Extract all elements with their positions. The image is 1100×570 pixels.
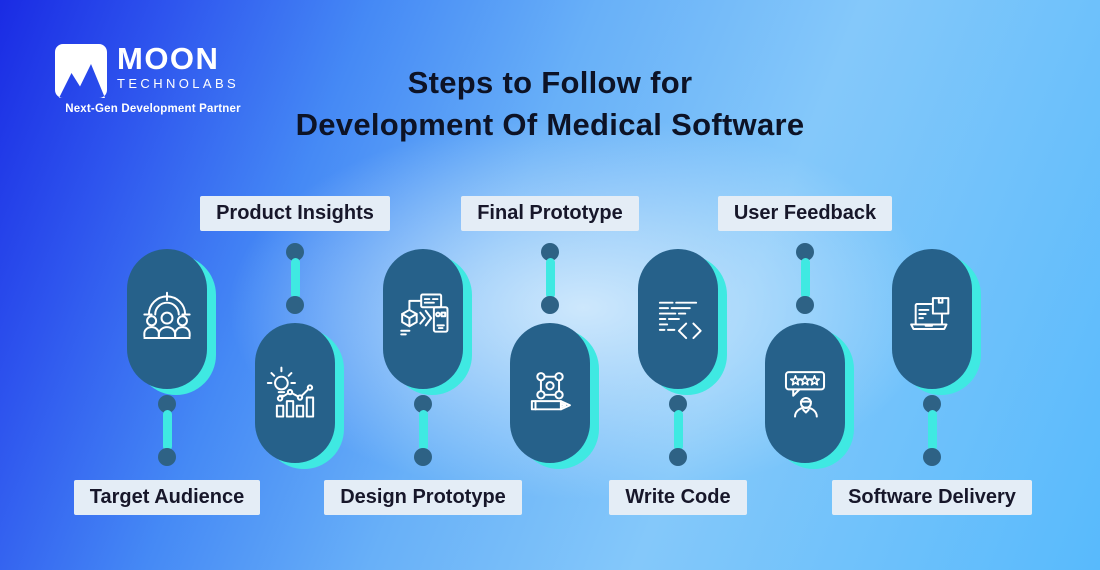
connector-line — [418, 410, 428, 451]
connector-dot — [414, 395, 432, 413]
step-final-prototype: Final Prototype — [455, 196, 645, 463]
step-label: Write Code — [609, 480, 747, 515]
moon-technolabs-logo: MOON TECHNOLABS Next-Gen Development Par… — [55, 41, 251, 115]
connector-dot — [796, 243, 814, 261]
logo-brand-name: MOON — [117, 41, 220, 76]
step-pill — [127, 249, 207, 389]
connector-dot — [414, 448, 432, 466]
connector-dot — [923, 395, 941, 413]
connector-dot — [796, 296, 814, 314]
step-label: Final Prototype — [461, 196, 639, 231]
software-delivery-icon — [910, 297, 950, 330]
logo-brand-sub: TECHNOLABS — [117, 76, 240, 91]
product-insights-icon — [266, 366, 315, 418]
connector-dot — [923, 448, 941, 466]
step-label: Product Insights — [200, 196, 390, 231]
design-prototype-icon — [400, 293, 449, 336]
connector-dot — [286, 243, 304, 261]
connector-line — [927, 410, 937, 451]
connector-dot — [158, 395, 176, 413]
step-product-insights: Product Insights — [200, 196, 390, 463]
step-user-feedback: User Feedback — [710, 196, 900, 463]
step-target-audience: Target Audience — [72, 249, 262, 515]
step-design-prototype: Design Prototype — [324, 249, 522, 515]
step-label: Target Audience — [73, 480, 261, 515]
step-pill — [255, 323, 335, 463]
connector-dot — [158, 448, 176, 466]
connector-line — [162, 410, 172, 451]
connector-dot — [541, 296, 559, 314]
step-pill — [892, 249, 972, 389]
user-feedback-icon — [784, 371, 826, 418]
connector-line — [800, 258, 810, 299]
step-pill — [765, 323, 845, 463]
title-line-2: Development Of Medical Software — [295, 107, 805, 142]
logo-tagline: Next-Gen Development Partner — [65, 103, 241, 115]
connector-dot — [286, 296, 304, 314]
step-label: Software Delivery — [832, 480, 1032, 515]
step-label: Design Prototype — [324, 480, 522, 515]
step-pill — [510, 323, 590, 463]
connector-line — [673, 410, 683, 451]
page-title: Steps to Follow for Development Of Medic… — [0, 62, 1100, 146]
title-line-1: Steps to Follow for — [407, 65, 693, 100]
connector-dot — [541, 243, 559, 261]
mountain-logo-icon — [55, 44, 107, 98]
step-label: User Feedback — [717, 196, 893, 231]
final-prototype-icon — [530, 372, 571, 411]
connector-line — [545, 258, 555, 299]
connector-line — [290, 258, 300, 299]
step-pill — [383, 249, 463, 389]
connector-dot — [669, 448, 687, 466]
write-code-icon — [658, 301, 702, 340]
step-pill — [638, 249, 718, 389]
step-software-delivery: Software Delivery — [832, 249, 1032, 515]
step-write-code: Write Code — [583, 249, 773, 515]
target-audience-icon — [143, 291, 191, 340]
connector-dot — [669, 395, 687, 413]
